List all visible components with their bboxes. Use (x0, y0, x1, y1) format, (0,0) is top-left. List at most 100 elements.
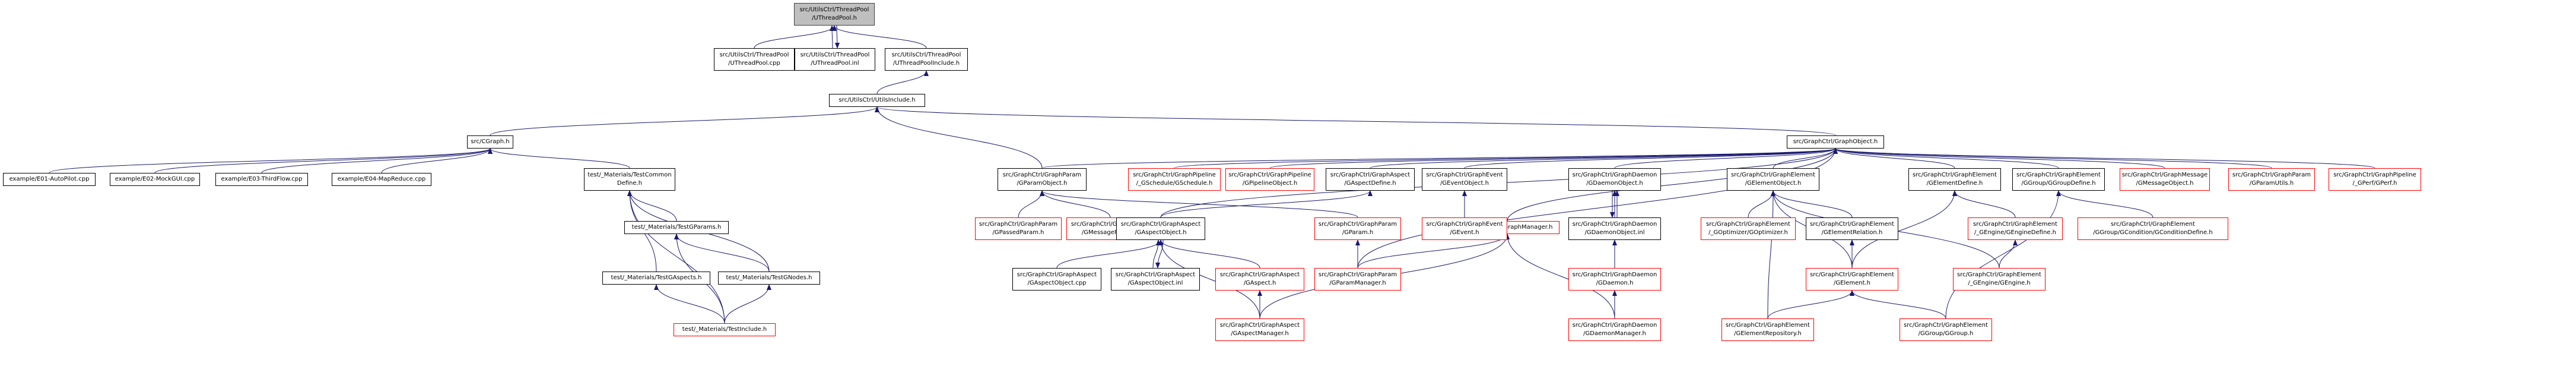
node-label-line: /GElementRepository.h (1734, 330, 1802, 337)
node-gdaemon-h[interactable]: src/GraphCtrl/GraphDaemon/GDaemon.h (1568, 268, 1661, 291)
node-label-line: src/UtilsCtrl/ThreadPool (800, 52, 870, 58)
node-gaspectobject-inl[interactable]: src/GraphCtrl/GraphAspect/GAspectObject.… (1111, 268, 1200, 291)
node-gelementrelation-h[interactable]: src/GraphCtrl/GraphElement/GElementRelat… (1806, 217, 1898, 240)
node-cgraph-h[interactable]: src/CGraph.h (467, 135, 513, 149)
edge-gaspobj-to-gaspdefine (1160, 190, 1373, 218)
node-label-line: src/GraphCtrl/GraphParam (979, 221, 1058, 228)
edge-tgparams-to-tcd (627, 190, 677, 222)
node-gaspectobject-cpp[interactable]: src/GraphCtrl/GraphAspect/GAspectObject.… (1012, 268, 1101, 291)
node-uthreadpool-cpp[interactable]: src/UtilsCtrl/ThreadPool/UThreadPool.cpp (714, 48, 795, 71)
node-label-line: /GPipelineObject.h (1242, 180, 1298, 187)
node-gconditiondefine-h[interactable]: src/GraphCtrl/GraphElement/GGroup/GCondi… (2078, 217, 2228, 240)
node-graphobject-h[interactable]: src/GraphCtrl/GraphObject.h (1787, 135, 1884, 149)
node-label-line: /GMessageParam.h (1081, 229, 1139, 236)
node-e04-mapreduce[interactable]: example/E04-MapReduce.cpp (332, 173, 431, 186)
node-label-line: example/E02-MockGUI.cpp (115, 176, 195, 182)
edge-gpipeobj-to-gobject (1269, 148, 1838, 169)
node-e02-mockgui[interactable]: example/E02-MockGUI.cpp (110, 173, 200, 186)
node-label-line: /GAspectObject.inl (1127, 280, 1183, 286)
edge-ggroup-to-ggroupdef (1945, 190, 2061, 319)
edge-goptimizer-to-gelemobj (1748, 190, 1775, 218)
node-label-line: src/GraphCtrl/GraphObject.h (1793, 138, 1878, 145)
edge-gdaemonobj-to-gobject (1614, 148, 1838, 169)
node-label-line: /GAspectDefine.h (1344, 180, 1396, 187)
node-label-line: test/_Materials/TestGParams.h (631, 224, 722, 231)
node-label-line: /GAspectManager.h (1231, 330, 1289, 337)
node-gdaemonmanager-h[interactable]: src/GraphCtrl/GraphDaemon/GDaemonManager… (1568, 318, 1661, 341)
edge-gelemrepo-to-gelem (1767, 290, 1854, 319)
node-geventobject-h[interactable]: src/GraphCtrl/GraphEvent/GEventObject.h (1422, 168, 1507, 191)
node-utilsinclude-h[interactable]: src/UtilsCtrl/UtilsInclude.h (829, 94, 925, 107)
edge-tp_inl-to-root (830, 25, 835, 49)
node-e03-thirdflow[interactable]: example/E03-ThirdFlow.cpp (215, 173, 308, 186)
edge-ggroup-to-gelem (1850, 290, 1946, 319)
node-label-line: src/GraphCtrl/GraphElement (1957, 272, 2041, 278)
node-label-line: src/GraphCtrl/GraphDaemon (1572, 272, 1657, 278)
node-gparam-h[interactable]: src/GraphCtrl/GraphParam/GParam.h (1314, 217, 1401, 240)
node-label-line: src/GraphCtrl/GraphElement (1810, 272, 1894, 278)
node-gschedule-h[interactable]: src/GraphCtrl/GraphPipeline/_GSchedule/G… (1128, 168, 1221, 191)
node-testinclude-h[interactable]: test/_Materials/TestInclude.h (674, 323, 776, 336)
node-gengine-h[interactable]: src/GraphCtrl/GraphElement/_GEngine/GEng… (1953, 268, 2045, 291)
node-label-line: /GEvent.h (1450, 229, 1479, 236)
node-label-line: /GEventObject.h (1440, 180, 1489, 187)
node-genginedefine-h[interactable]: src/GraphCtrl/GraphElement/_GEngine/GEng… (1968, 217, 2063, 240)
node-ggroupdefine-h[interactable]: src/GraphCtrl/GraphElement/GGroup/GGroup… (2012, 168, 2105, 191)
node-uthreadpool-inl[interactable]: src/UtilsCtrl/ThreadPool/UThreadPool.inl (795, 48, 875, 71)
node-label-line: /_GEngine/GEngineDefine.h (1974, 229, 2056, 236)
node-label-line: /GDaemonManager.h (1583, 330, 1646, 337)
node-testgparams-h[interactable]: test/_Materials/TestGParams.h (624, 221, 729, 234)
node-gaspect-h[interactable]: src/GraphCtrl/GraphAspect/GAspect.h (1215, 268, 1304, 291)
node-gelement-h[interactable]: src/GraphCtrl/GraphElement/GElement.h (1806, 268, 1898, 291)
node-gpipelineobject-h[interactable]: src/GraphCtrl/GraphPipeline/GPipelineObj… (1225, 168, 1314, 191)
edge-gmanager-to-gobject (1507, 148, 1838, 222)
node-label-line: /_GOptimizer/GOptimizer.h (1708, 229, 1788, 236)
node-label-line: src/GraphCtrl/GraphElement (1904, 322, 1988, 329)
node-gparammanager-h[interactable]: src/GraphCtrl/GraphParam/GParamManager.h (1314, 268, 1401, 291)
node-gdaemonobject-h[interactable]: src/GraphCtrl/GraphDaemon/GDaemonObject.… (1568, 168, 1661, 191)
edge-e02-to-cgraph (154, 148, 493, 173)
node-gpassedparam-h[interactable]: src/GraphCtrl/GraphParam/GPassedParam.h (975, 217, 1062, 240)
node-gparamobject-h[interactable]: src/GraphCtrl/GraphParam/GParamObject.h (998, 168, 1087, 191)
edge-gparam-to-gparamobj (1040, 190, 1358, 218)
node-gaspectdefine-h[interactable]: src/GraphCtrl/GraphAspect/GAspectDefine.… (1326, 168, 1415, 191)
node-ggroup-h[interactable]: src/GraphCtrl/GraphElement/GGroup/GGroup… (1900, 318, 1992, 341)
node-label-line: src/GraphCtrl/GraphDaemon (1572, 322, 1657, 329)
node-gelementdefine-h[interactable]: src/GraphCtrl/GraphElement/GElementDefin… (1908, 168, 2001, 191)
node-label-line: /GParam.h (1342, 229, 1374, 236)
edge-gaspect-to-gaspobj (1158, 239, 1260, 269)
node-gevent-h[interactable]: src/GraphCtrl/GraphEvent/GEvent.h (1422, 217, 1507, 240)
node-gmessageobject-h[interactable]: src/GraphCtrl/GraphMessage/GMessageObjec… (2120, 168, 2210, 191)
node-label-line: test/_Materials/TestInclude.h (682, 326, 767, 333)
edge-gaspobjinl-to-gaspobj (1152, 239, 1161, 269)
node-gdaemonobject-inl[interactable]: src/GraphCtrl/GraphDaemon/GDaemonObject.… (1568, 217, 1661, 240)
edge-gelemrepo-to-gelemobj (1767, 190, 1775, 319)
node-label-line: /GElementObject.h (1745, 180, 1802, 187)
node-label-line: /GDaemonObject.inl (1584, 229, 1645, 236)
node-label-line: src/GraphCtrl/GraphElement (1810, 221, 1894, 228)
node-label-line: /UThreadPool.h (812, 15, 857, 21)
node-gaspectmanager-h[interactable]: src/GraphCtrl/GraphAspect/GAspectManager… (1215, 318, 1304, 341)
node-label-line: test/_Materials/TestCommon (587, 172, 672, 178)
node-testgaspects-h[interactable]: test/_Materials/TestGAspects.h (602, 272, 710, 285)
edge-gconddef-to-ggroupdef (2056, 190, 2153, 218)
node-uthreadpoolinclude-h[interactable]: src/UtilsCtrl/ThreadPool/UThreadPoolIncl… (885, 48, 968, 71)
node-uthreadpool-h: src/UtilsCtrl/ThreadPool/UThreadPool.h (794, 3, 875, 26)
node-label-line: /GAspectObject.cpp (1027, 280, 1087, 286)
edge-e04-to-cgraph (381, 148, 493, 173)
node-gaspectobject-h[interactable]: src/GraphCtrl/GraphAspect/GAspectObject.… (1116, 217, 1205, 240)
node-goptimizer-h[interactable]: src/GraphCtrl/GraphElement/_GOptimizer/G… (1701, 217, 1796, 240)
node-label-line: src/GraphCtrl/GraphParam (1318, 272, 1397, 278)
edge-tp_inc-to-root (832, 25, 927, 49)
edge-gaspmgr-to-gaspobj (1158, 239, 1260, 319)
node-gelementobject-h[interactable]: src/GraphCtrl/GraphElement/GElementObjec… (1727, 168, 1819, 191)
edge-geventobj-to-gobject (1464, 148, 1838, 169)
edge-gparamutils-to-gobject (1833, 148, 2272, 169)
node-gparamutils-h[interactable]: src/GraphCtrl/GraphParam/GParamUtils.h (2228, 168, 2315, 191)
node-e01-autopilot[interactable]: example/E01-AutoPilot.cpp (3, 173, 96, 186)
node-testgnodes-h[interactable]: test/_Materials/TestGNodes.h (718, 272, 820, 285)
node-gperf-h[interactable]: src/GraphCtrl/GraphPipeline/_GPerf/GPerf… (2329, 168, 2421, 191)
node-gelementrepository-h[interactable]: src/GraphCtrl/GraphElement/GElementRepos… (1721, 318, 1814, 341)
